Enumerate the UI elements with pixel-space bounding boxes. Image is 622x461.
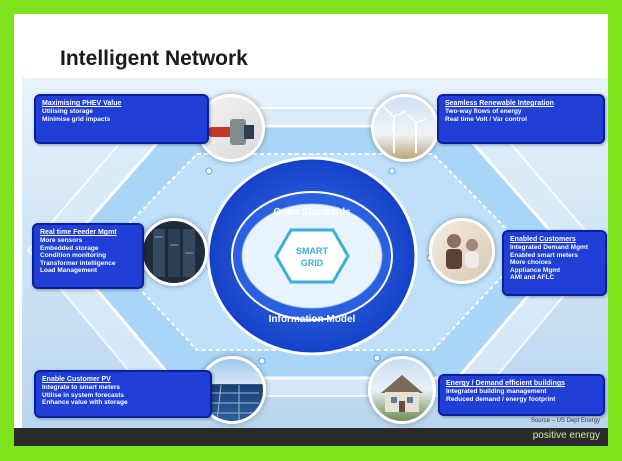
- bottom-bar: [14, 428, 608, 446]
- efficient-buildings-box: Energy / Demand efficient buildings Inte…: [438, 374, 605, 416]
- wind-turbines-photo: [371, 94, 439, 162]
- node-dot: [373, 354, 381, 362]
- feeder-heading: Real time Feeder Mgmt: [40, 229, 117, 236]
- solar-panel-icon: [205, 384, 259, 421]
- people-at-computer-photo: [429, 218, 495, 284]
- smart-grid-logo-icon: [274, 228, 350, 284]
- feeder-line: Condition monitoring: [40, 252, 107, 260]
- hexagon-graphic: SMART GRID Open Standards Information Mo…: [26, 107, 604, 397]
- renewable-line: Two-way flows of energy: [445, 108, 522, 115]
- logo-line-1: SMART: [296, 246, 328, 256]
- pv-heading: Enable Customer PV: [42, 376, 111, 383]
- customer-pv-box: Enable Customer PV Integrate to smart me…: [34, 370, 212, 418]
- feeder-mgmt-box: Real time Feeder Mgmt More sensors Embed…: [32, 223, 144, 289]
- source-credit: Source – US Dept Energy: [530, 418, 600, 424]
- footer-tagline: positive energy: [532, 430, 600, 441]
- phev-value-box: Maximising PHEV Value Utilising storage …: [34, 94, 209, 144]
- customers-line: Integrated Demand Mgmt: [510, 244, 589, 251]
- customers-heading: Enabled Customers: [510, 236, 576, 243]
- customers-line: More choices: [510, 259, 552, 267]
- phev-line: Utilising storage: [42, 108, 93, 115]
- server-racks-photo: [140, 218, 208, 286]
- slide-title: Intelligent Network: [60, 47, 248, 70]
- feeder-line: Transformer intelligence: [40, 259, 116, 267]
- pv-line: Utilise in system forecasts: [42, 391, 125, 399]
- buildings-line: Integrated building management: [446, 388, 547, 395]
- feeder-line: Load Management: [40, 267, 98, 275]
- feeder-line: More sensors: [40, 237, 83, 244]
- open-standards-label: Open Standards: [273, 207, 351, 218]
- node-dot: [205, 167, 213, 175]
- buildings-heading: Energy / Demand efficient buildings: [446, 380, 566, 387]
- house-photo: [368, 356, 436, 424]
- information-model-label: Information Model: [269, 314, 356, 325]
- renewable-line: Real time Volt / Var control: [445, 115, 527, 123]
- renewable-heading: Seamless Renewable Integration: [445, 100, 554, 107]
- phev-line: Minimise grid impacts: [42, 115, 111, 123]
- pv-line: Enhance value with storage: [42, 399, 128, 407]
- customers-line: AMI and AFLC: [510, 274, 555, 282]
- phev-heading: Maximising PHEV Value: [42, 100, 122, 107]
- enabled-customers-box: Enabled Customers Integrated Demand Mgmt…: [502, 230, 607, 296]
- feeder-line: Embedded storage: [40, 244, 99, 252]
- people-icon: [446, 234, 479, 269]
- node-dot: [388, 167, 396, 175]
- buildings-line: Reduced demand / energy footprint: [446, 395, 556, 403]
- smart-grid-diagram: SMART GRID Open Standards Information Mo…: [22, 78, 608, 428]
- renewable-integration-box: Seamless Renewable Integration Two-way f…: [437, 94, 605, 144]
- pv-line: Integrate to smart meters: [42, 384, 121, 391]
- logo-line-2: GRID: [301, 258, 324, 268]
- ev-charger-icon: [208, 119, 254, 145]
- wind-turbine-icon: [383, 106, 427, 153]
- customers-line: Appliance Mgmt: [510, 266, 561, 274]
- customers-line: Enabled smart meters: [510, 251, 578, 259]
- server-rack-icon: [153, 229, 195, 277]
- house-icon: [381, 375, 423, 412]
- node-dot: [258, 357, 266, 365]
